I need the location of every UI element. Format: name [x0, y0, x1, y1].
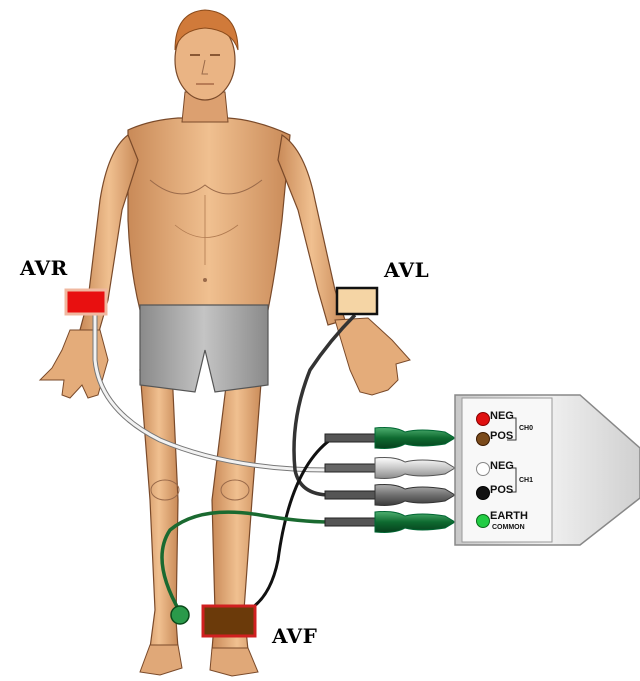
ch1-pos-dot-icon: [476, 486, 490, 500]
ch0-neg-dot-icon: [476, 412, 490, 426]
avf-label: AVF: [272, 624, 317, 648]
earth-electrode: [171, 606, 189, 624]
ch0-pos-dot-icon: [476, 432, 490, 446]
avf-electrode-pad: [203, 606, 255, 636]
ch0-neg-label: NEG: [490, 410, 514, 422]
cable-plugs: [325, 428, 455, 533]
earth-sublabel: COMMON: [492, 524, 525, 531]
ch1-pos-label: POS: [490, 484, 513, 496]
ch1-neg-label: NEG: [490, 460, 514, 472]
ch1-neg-dot-icon: [476, 462, 490, 476]
ch1-label: CH1: [519, 477, 533, 484]
avr-electrode-pad: [66, 290, 106, 314]
avl-label: AVL: [384, 258, 429, 282]
earth-label: EARTH: [490, 510, 528, 522]
avl-electrode-pad: [337, 288, 377, 314]
avr-label: AVR: [20, 256, 68, 280]
earth-dot-icon: [476, 514, 490, 528]
ch0-label: CH0: [519, 425, 533, 432]
ch0-pos-label: POS: [490, 430, 513, 442]
